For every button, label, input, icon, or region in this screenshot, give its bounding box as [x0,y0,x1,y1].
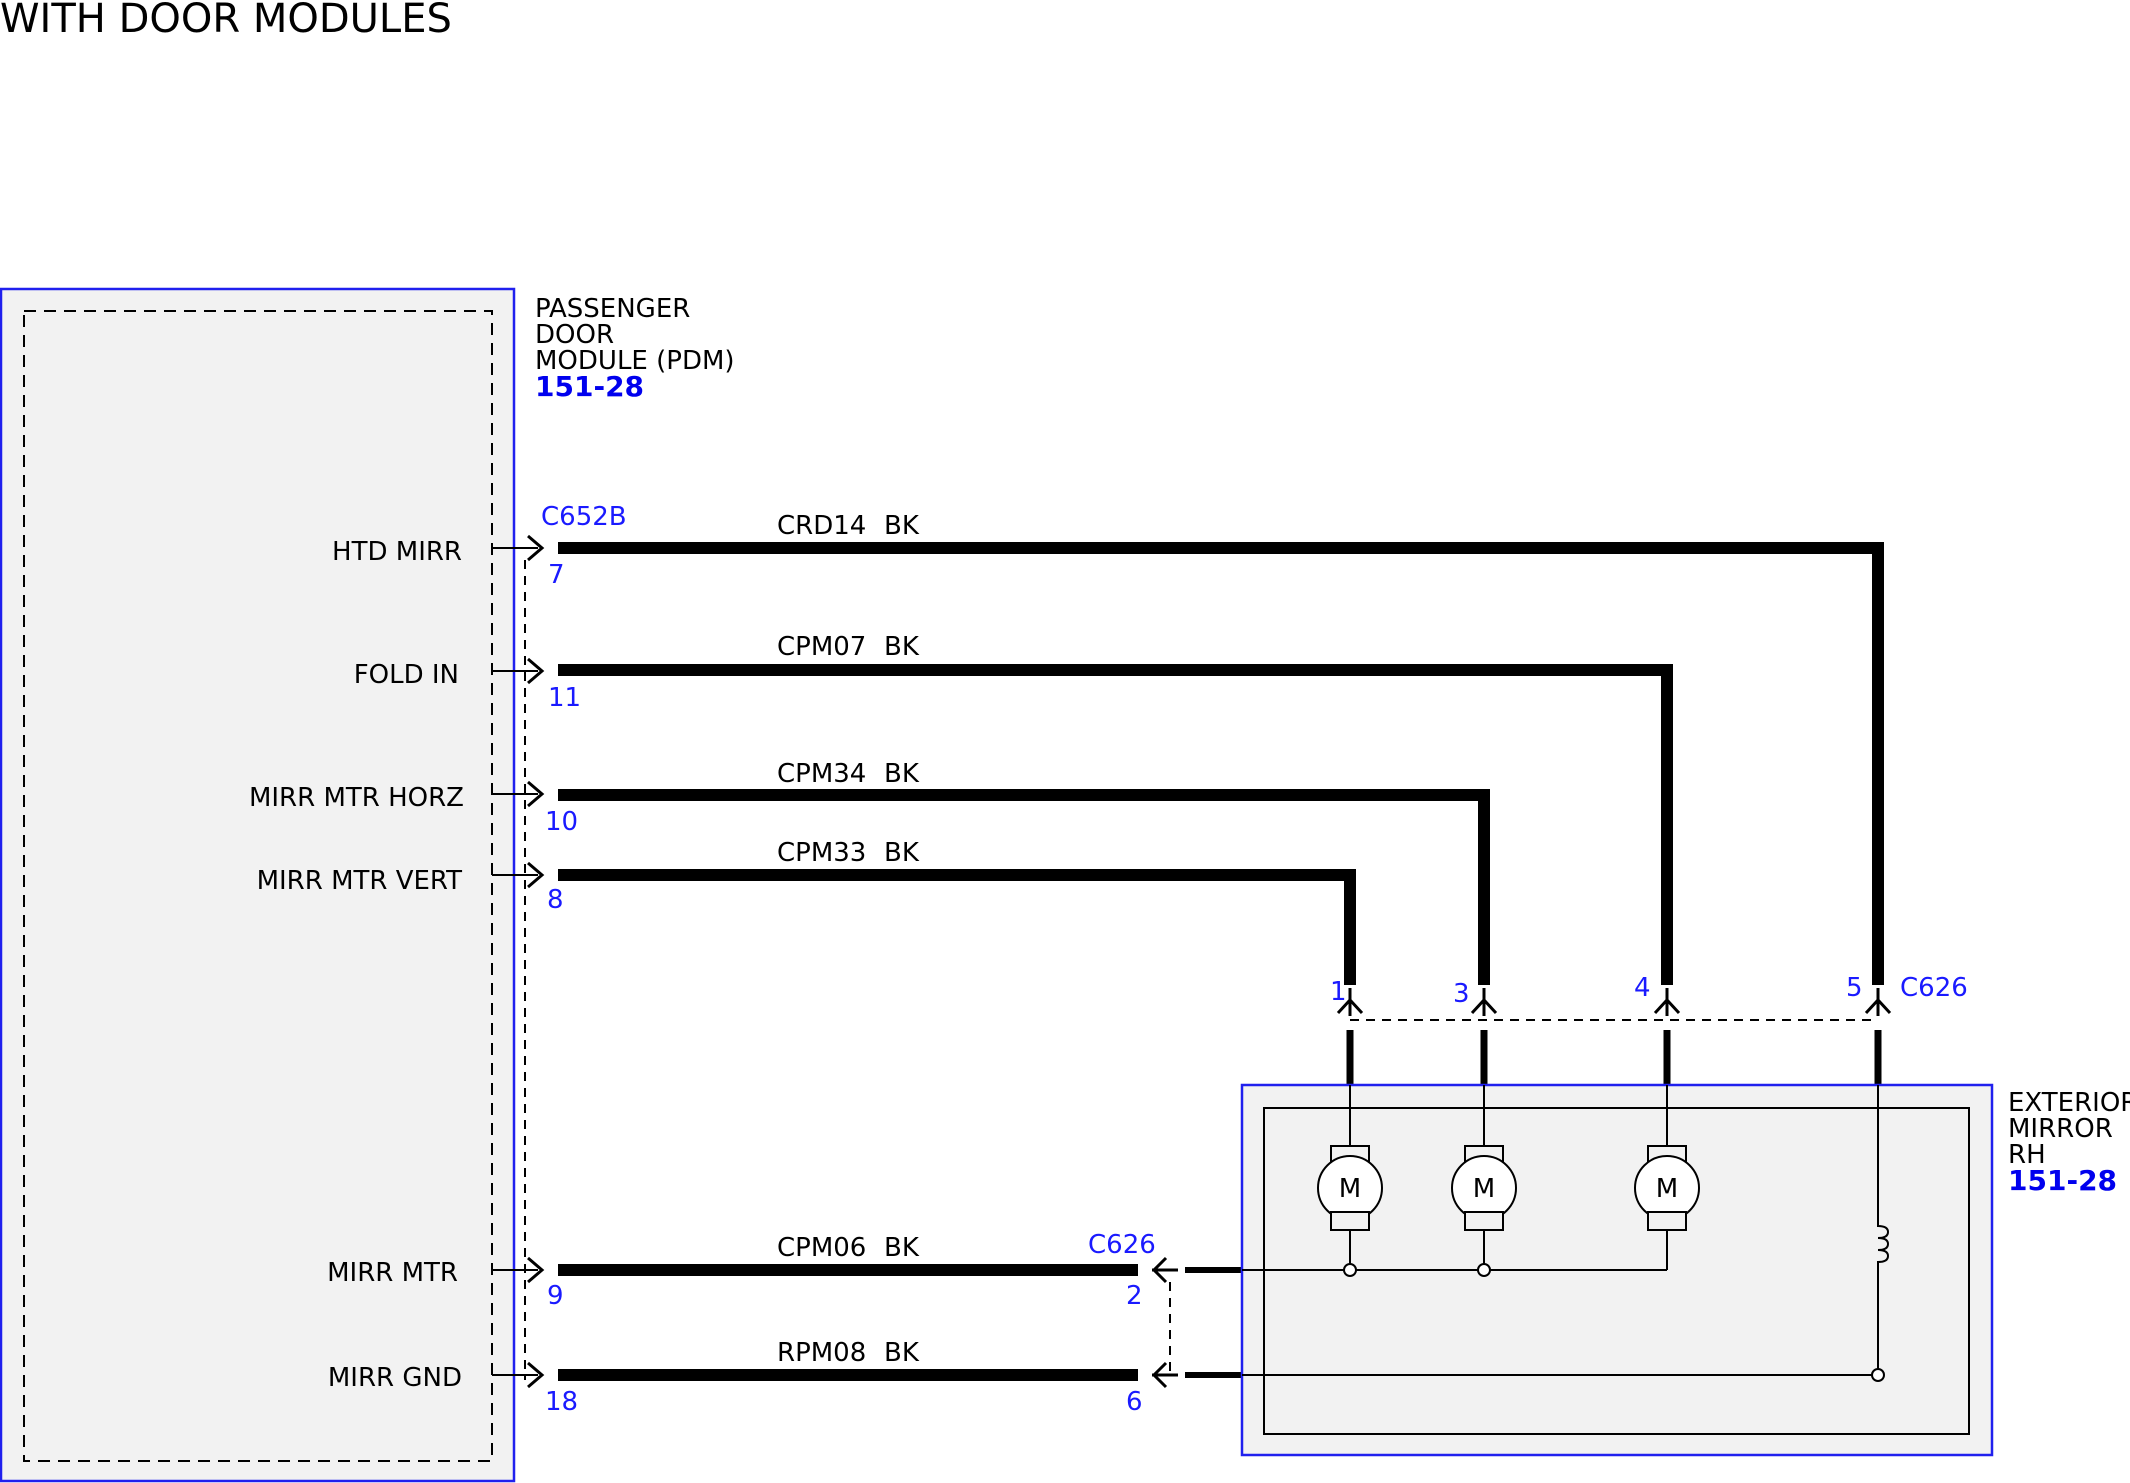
wire-cpm34 [558,789,1490,985]
c626-pin-2: 2 [1126,1281,1143,1311]
mirror-name-line-3: RH [2008,1140,2046,1170]
pin-label-mirr-mtr-vert: MIRR MTR VERT [257,866,463,896]
passenger-door-module: PASSENGER DOOR MODULE (PDM) 151-28 C652B [0,287,735,1483]
wire-code-rpm08: RPM08 [777,1338,866,1368]
motor-vertical-label: M [1339,1174,1361,1204]
heater-element-icon [1877,1220,1890,1268]
wire-crd14 [558,542,1884,985]
pdm-connector-label: C652B [541,502,627,532]
c626-pin-6: 6 [1126,1387,1143,1417]
diagram-title: WITH DOOR MODULES [0,0,452,42]
pdm-pin-11: 11 [548,683,581,713]
wire-color-cpm07: BK [884,632,920,662]
wire-color-cpm33: BK [884,838,920,868]
wire-color-cpm34: BK [884,759,920,789]
pdm-inner-box [23,310,493,1462]
pdm-name-line-1: PASSENGER [535,294,690,324]
c626-pin-1: 1 [1330,977,1347,1007]
pdm-name-line-3: MODULE (PDM) [535,346,735,376]
wire-color-rpm08: BK [884,1338,920,1368]
c652b-chevrons [527,534,545,1389]
pdm-ref-link[interactable]: 151-28 [535,370,644,403]
c626-pin-5: 5 [1846,973,1863,1003]
c626-pin-4: 4 [1634,973,1651,1003]
pdm-stubs [492,547,538,1376]
wire-code-crd14: CRD14 [777,511,866,541]
pdm-name-line-2: DOOR [535,320,614,350]
pin-label-mirr-gnd: MIRR GND [328,1363,462,1393]
pin-label-mirr-mtr: MIRR MTR [327,1258,458,1288]
wire-cpm33 [558,869,1356,985]
wire-labels: CRD14 BK CPM07 BK CPM34 BK CPM33 BK CPM0… [777,511,920,1368]
pdm-outer-box [0,287,516,1483]
pdm-pin-10: 10 [545,807,578,837]
motor-fold-label: M [1656,1174,1678,1204]
c626-pin-3: 3 [1453,979,1470,1009]
mirror-internal-wiring: M M M [1242,1085,1890,1382]
pin-label-htd-mirr: HTD MIRR [332,537,462,567]
pdm-pin-18: 18 [545,1387,578,1417]
c626-bottom-connector: C626 2 6 [1088,1230,1242,1417]
mirror-ref-link[interactable]: 151-28 [2008,1164,2117,1197]
motor-horizontal-label: M [1473,1174,1495,1204]
pin-label-fold-in: FOLD IN [354,660,459,690]
wire-cpm07 [558,664,1673,985]
c626-top-connector-label: C626 [1900,973,1968,1003]
wire-code-cpm06: CPM06 [777,1233,866,1263]
pdm-pin-8: 8 [547,885,564,915]
c626-bottom-connector-label: C626 [1088,1230,1156,1260]
wire-code-cpm33: CPM33 [777,838,866,868]
wire-color-crd14: BK [884,511,920,541]
pdm-pin-7: 7 [548,560,565,590]
c626-top-connector: 1 3 4 5 C626 [1330,973,1968,1085]
pin-label-mirr-mtr-horz: MIRR MTR HORZ [249,783,464,813]
mirror-name-line-2: MIRROR [2008,1114,2113,1144]
wire-code-cpm07: CPM07 [777,632,866,662]
mirror-name-line-1: EXTERIOR [2008,1088,2130,1118]
pdm-pin-9: 9 [547,1281,564,1311]
wire-color-cpm06: BK [884,1233,920,1263]
wire-code-cpm34: CPM34 [777,759,866,789]
